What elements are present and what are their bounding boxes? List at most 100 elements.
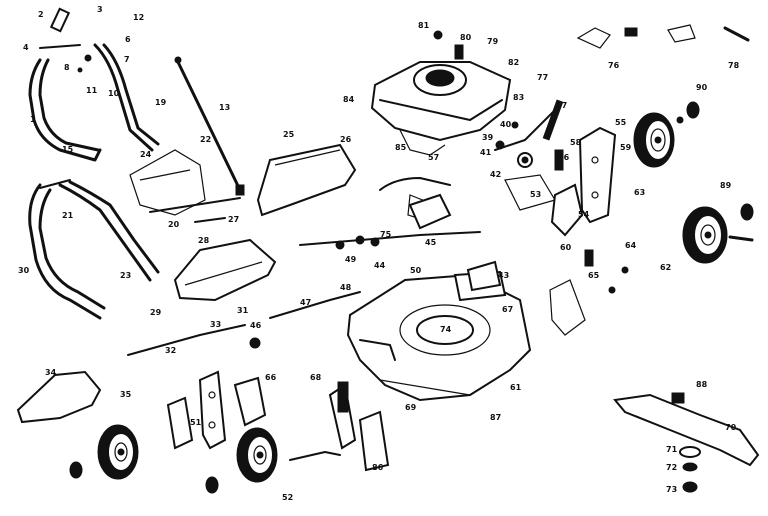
label-43: 43: [498, 271, 509, 280]
label-26: 26: [340, 135, 352, 144]
label-67: 67: [502, 305, 513, 314]
label-2: 2: [38, 10, 44, 19]
rear-shield: [173, 238, 277, 302]
label-27: 27: [228, 215, 239, 224]
label-51: 51: [190, 418, 202, 427]
label-20: 20: [168, 220, 180, 229]
label-19: 19: [155, 98, 167, 107]
label-44: 44: [374, 261, 386, 270]
label-69: 69: [405, 403, 417, 412]
label-47: 47: [300, 298, 311, 307]
label-63: 63: [634, 188, 645, 197]
control-cable: [174, 56, 245, 196]
label-34: 34: [45, 368, 57, 377]
upper-handle: [28, 7, 160, 162]
label-31: 31: [237, 306, 249, 315]
label-23: 23: [120, 271, 131, 280]
label-65: 65: [588, 271, 600, 280]
label-6: 6: [125, 35, 131, 44]
label-84: 84: [343, 95, 355, 104]
label-60: 60: [560, 243, 572, 252]
label-41: 41: [480, 148, 492, 157]
label-88: 88: [696, 380, 708, 389]
label-3: 3: [97, 5, 103, 14]
rear-wheel-top: [633, 101, 700, 168]
label-90: 90: [696, 83, 708, 92]
label-22: 22: [200, 135, 211, 144]
label-24: 24: [140, 150, 152, 159]
label-33: 33: [210, 320, 221, 329]
label-54: 54: [578, 210, 590, 219]
label-32: 32: [165, 346, 176, 355]
label-40: 40: [500, 120, 512, 129]
rear-wheel-bottom: [682, 203, 754, 264]
label-79: 79: [487, 37, 499, 46]
blade: [613, 392, 760, 493]
label-74: 74: [440, 325, 452, 334]
label-21: 21: [62, 211, 74, 220]
label-11: 11: [86, 86, 98, 95]
label-4: 4: [23, 43, 29, 52]
rear-bracket: [256, 143, 357, 217]
label-76: 76: [608, 61, 620, 70]
label-12: 12: [133, 13, 144, 22]
label-72: 72: [666, 463, 677, 472]
label-75: 75: [380, 230, 392, 239]
label-80: 80: [460, 33, 472, 42]
label-68: 68: [310, 373, 322, 382]
label-77: 77: [537, 73, 548, 82]
label-53: 53: [530, 190, 541, 199]
label-78: 78: [728, 61, 740, 70]
label-73: 73: [666, 485, 677, 494]
mower-deck: [346, 270, 532, 402]
label-89: 89: [720, 181, 732, 190]
label-7: 7: [124, 55, 130, 64]
label-64: 64: [625, 241, 637, 250]
rear-skirt: [16, 370, 102, 424]
label-59: 59: [620, 143, 632, 152]
label-71: 71: [666, 445, 678, 454]
label-39: 39: [482, 133, 494, 142]
label-49: 49: [345, 255, 357, 264]
label-45: 45: [425, 238, 437, 247]
label-82: 82: [508, 58, 519, 67]
small-parts-kit: [576, 24, 750, 49]
label-35: 35: [120, 390, 132, 399]
label-55: 55: [615, 118, 627, 127]
label-42: 42: [490, 170, 501, 179]
front-wheel-right: [205, 427, 278, 494]
label-10: 10: [108, 89, 120, 98]
label-83: 83: [513, 93, 524, 102]
label-86: 86: [372, 463, 384, 472]
height-adjuster-right: [549, 126, 629, 336]
label-30: 30: [18, 266, 30, 275]
label-48: 48: [340, 283, 352, 292]
label-70: 70: [725, 423, 737, 432]
label-81: 81: [418, 21, 430, 30]
label-66: 66: [265, 373, 277, 382]
height-adjuster-front: [166, 370, 390, 472]
callout-labels: 2 3 12 4 6 7 8 1 11 10 13 19 15 24 22 21…: [18, 5, 740, 502]
label-57: 57: [428, 153, 439, 162]
label-50: 50: [410, 266, 422, 275]
front-wheel-left: [69, 424, 139, 480]
lower-handle: [28, 179, 160, 320]
label-61: 61: [510, 383, 522, 392]
label-15: 15: [62, 145, 74, 154]
engine: [370, 30, 512, 156]
label-58: 58: [570, 138, 582, 147]
label-37: 37: [556, 101, 567, 110]
label-56: 56: [558, 153, 570, 162]
label-13: 13: [219, 103, 230, 112]
label-87: 87: [490, 413, 501, 422]
label-29: 29: [150, 308, 162, 317]
label-46: 46: [250, 321, 262, 330]
grass-deflector: [129, 149, 206, 216]
label-52: 52: [282, 493, 293, 502]
label-1: 1: [30, 115, 36, 124]
label-28: 28: [198, 236, 210, 245]
misc-rods: [127, 99, 564, 356]
label-25: 25: [283, 130, 295, 139]
